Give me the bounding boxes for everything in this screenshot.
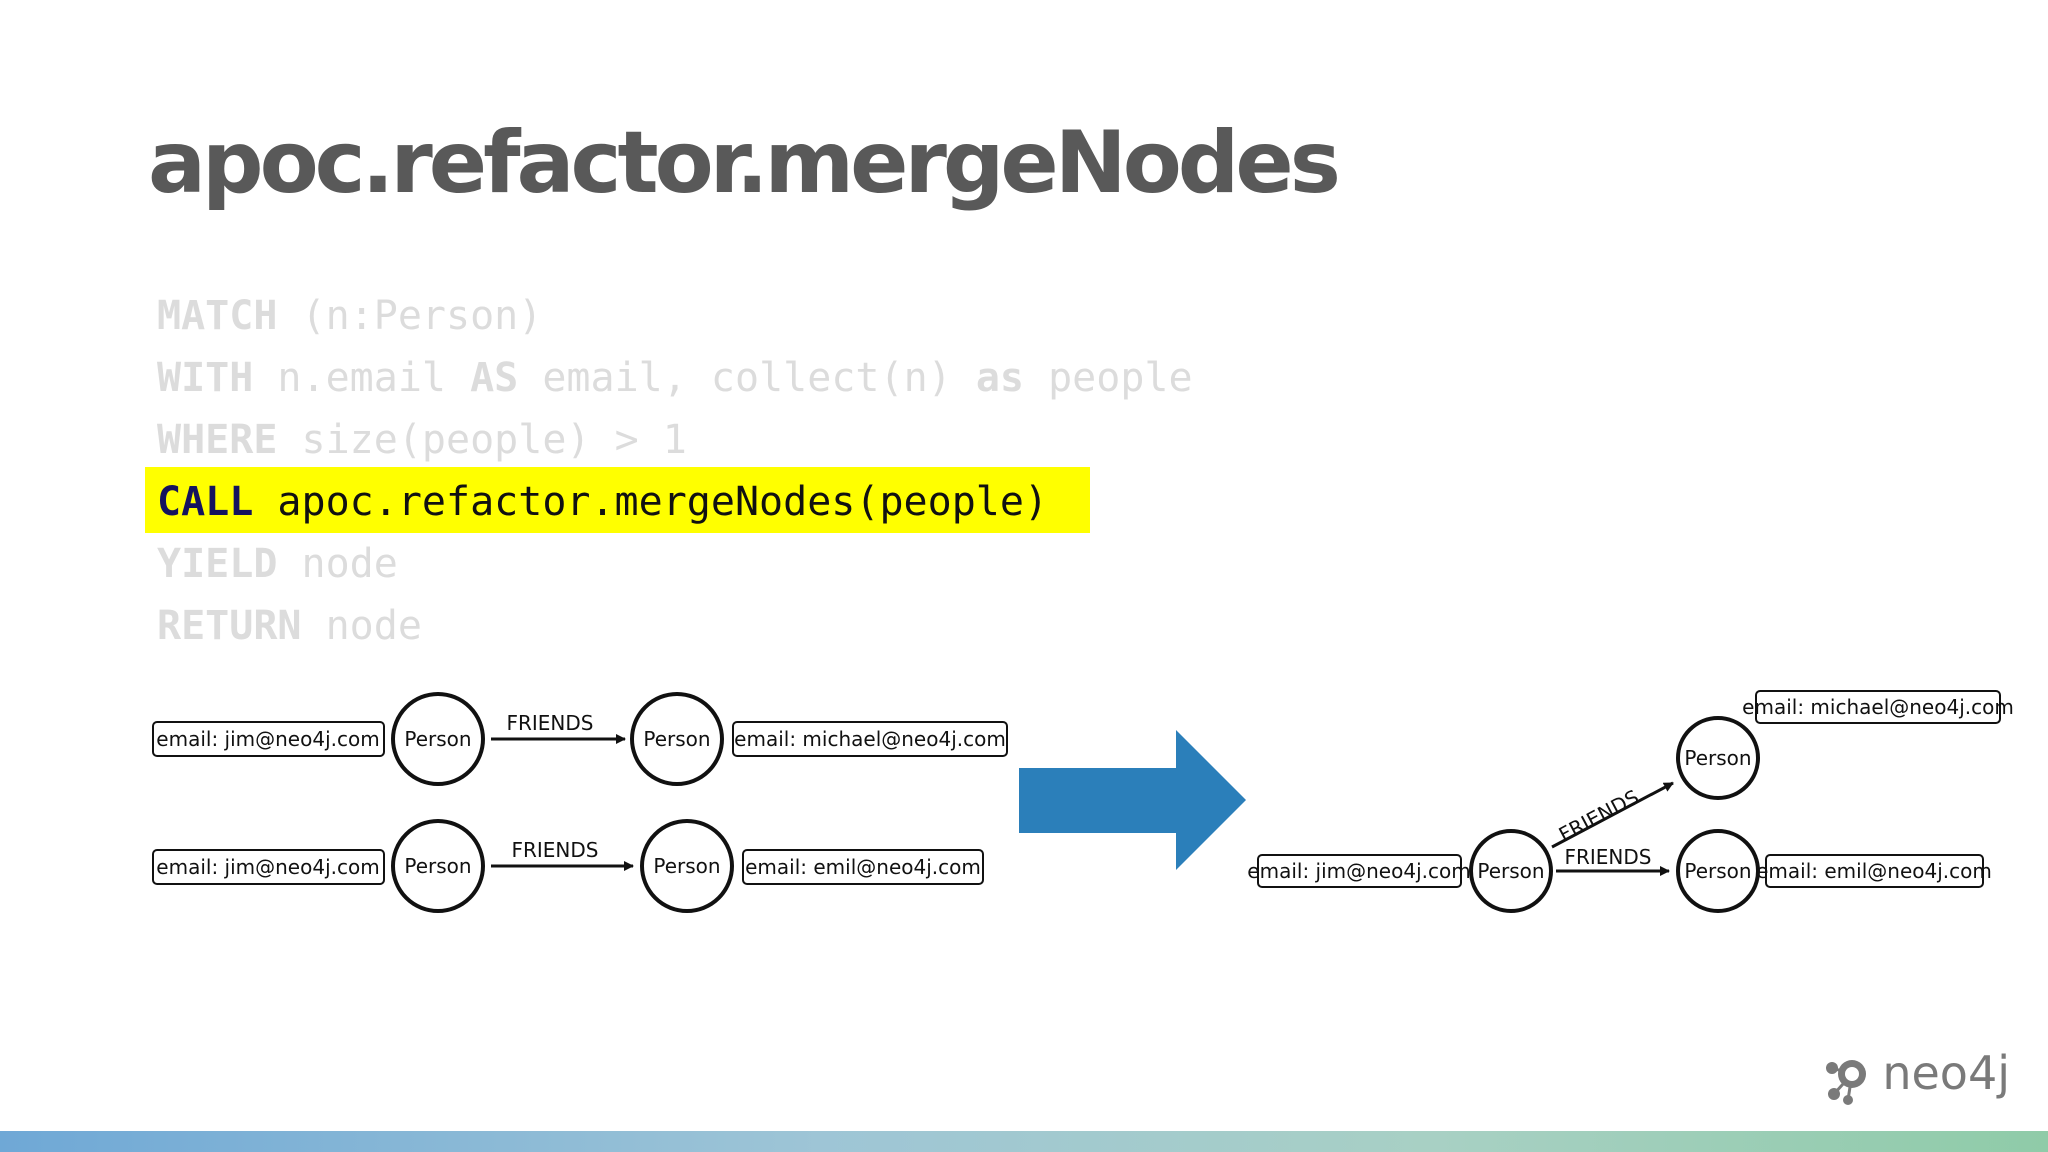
before-row-2: email: jim@neo4j.com Person FRIENDS Pers… [152,819,984,913]
relationship-label: FRIENDS [1555,785,1643,847]
friends-relationship-arrow [1551,781,1674,849]
code-line-match: MATCH (n:Person) [157,285,1193,347]
property-label: email: jim@neo4j.com [156,727,379,751]
person-node [1676,716,1760,800]
code-line-yield: YIELD node [157,533,1193,595]
property-box [742,849,984,885]
transform-arrow [1019,730,1246,870]
property-label: email: jim@neo4j.com [1247,859,1470,883]
code-line-with: WITH n.email AS email, collect(n) as peo… [157,347,1193,409]
code-line-return: RETURN node [157,595,1193,657]
node-label: Person [643,727,710,751]
code-keyword: WITH [157,355,254,401]
code-keyword: MATCH [157,293,278,339]
neo4j-graph-icon [1826,1060,1867,1105]
cypher-code-block: MATCH (n:Person) WITH n.email AS email, … [145,285,1193,657]
code-text: n.email [253,355,471,401]
code-text: size(people) > 1 [277,417,687,463]
property-box [152,721,385,757]
before-row-1: email: jim@neo4j.com Person FRIENDS Pers… [152,692,1008,786]
property-box [152,849,385,885]
person-node [1469,829,1553,913]
person-node [630,692,724,786]
node-label: Person [1684,746,1751,770]
person-node [1676,829,1760,913]
code-keyword: YIELD [157,541,278,587]
property-label: email: michael@neo4j.com [734,727,1006,751]
property-label: email: emil@neo4j.com [1756,859,1992,883]
code-keyword: RETURN [157,603,302,649]
footer-gradient-bar [0,1131,2048,1152]
code-text: node [301,603,422,649]
after-merged-graph: email: jim@neo4j.com Person FRIENDS FRIE… [1247,690,2014,913]
code-text: email, collect(n) [518,355,976,401]
property-label: email: michael@neo4j.com [1742,695,2014,719]
property-label: email: jim@neo4j.com [156,855,379,879]
code-keyword: CALL [157,479,254,525]
node-label: Person [404,854,471,878]
code-keyword: as [975,355,1024,401]
node-label: Person [653,854,720,878]
slide-title: apoc.refactor.mergeNodes [148,113,1341,213]
node-label: Person [1477,859,1544,883]
code-text: apoc.refactor.mergeNodes(people) [253,479,1049,525]
property-box [1257,854,1462,888]
code-line-call-highlighted: CALL apoc.refactor.mergeNodes(people) [145,467,1193,533]
code-keyword: AS [470,355,519,401]
person-node [391,819,485,913]
property-box [1765,854,1984,888]
relationship-label: FRIENDS [1565,845,1652,869]
code-text: (n:Person) [277,293,543,339]
node-label: Person [404,727,471,751]
code-text: people [1023,355,1193,401]
person-node [640,819,734,913]
neo4j-logo: neo4j [1826,1050,2010,1105]
code-keyword: WHERE [157,417,278,463]
relationship-label: FRIENDS [507,711,594,735]
property-label: email: emil@neo4j.com [745,855,981,879]
property-box [732,721,1008,757]
property-box [1755,690,2001,724]
relationship-label: FRIENDS [512,838,599,862]
code-text: node [277,541,398,587]
logo-text: neo4j [1882,1046,2010,1100]
code-line-where: WHERE size(people) > 1 [157,409,1193,471]
node-label: Person [1684,859,1751,883]
person-node [391,692,485,786]
